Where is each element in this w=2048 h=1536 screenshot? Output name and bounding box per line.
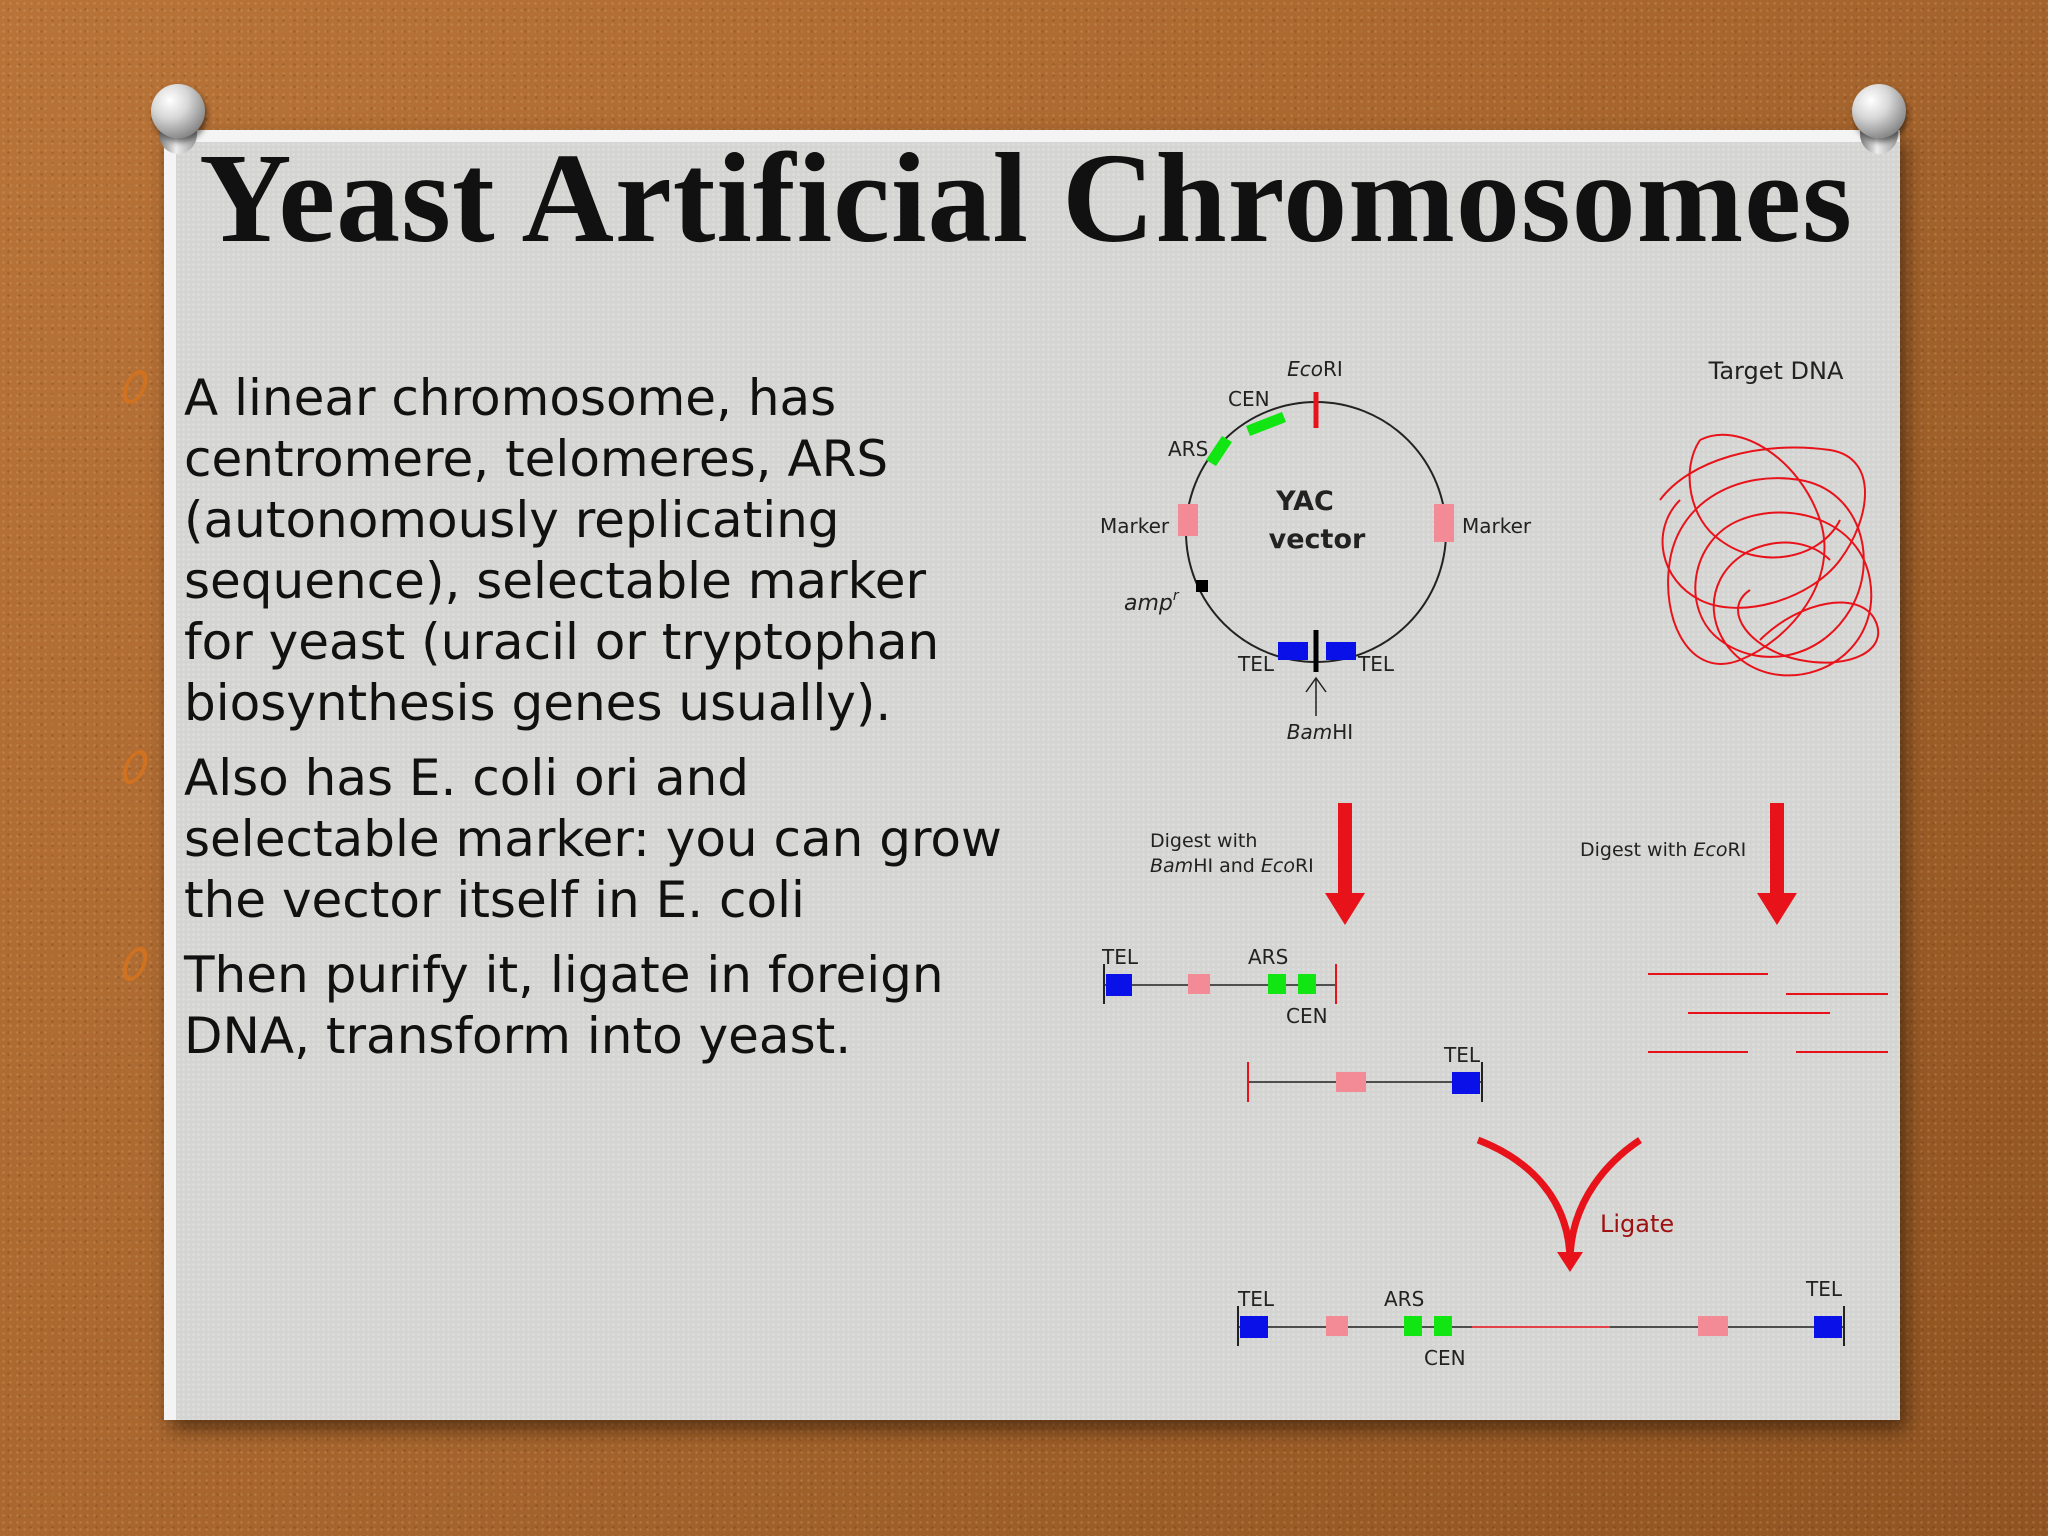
marker-segment (1698, 1316, 1728, 1336)
ars-label: ARS (1384, 1287, 1424, 1311)
bullet-item: Also has E. coli ori and selectable mark… (118, 748, 1010, 931)
ars-segment (1268, 974, 1286, 994)
cen-segment (1246, 412, 1286, 436)
cen-label: CEN (1424, 1346, 1466, 1370)
target-dna-scribble (1659, 433, 1880, 677)
marker-segment (1178, 504, 1198, 536)
slide-paper (164, 130, 1900, 1420)
tel-segment (1278, 642, 1308, 660)
ligate-arrow (1476, 1136, 1642, 1263)
ars-label: ARS (1168, 437, 1208, 461)
tel-label: TEL (1101, 945, 1139, 969)
digest-arrow-right (1757, 803, 1797, 925)
bullet-text: A linear chromosome, has centromere, tel… (184, 369, 940, 732)
right-arm-fragment (1247, 1062, 1483, 1102)
yac-vector-circle (1178, 392, 1454, 716)
marker-segment (1188, 974, 1210, 994)
marker-segment (1326, 1316, 1348, 1336)
marker-segment (1336, 1072, 1366, 1092)
cen-label: CEN (1228, 387, 1270, 411)
ligate-label: Ligate (1600, 1210, 1674, 1238)
digest-right-label: Digest with EcoRI (1580, 839, 1746, 861)
bullet-text: Also has E. coli ori and selectable mark… (184, 749, 1002, 929)
marker-label-right: Marker (1462, 514, 1532, 538)
marker-segment (1434, 504, 1454, 542)
ecori-label: EcoRI (1287, 357, 1343, 381)
tel-segment (1326, 642, 1356, 660)
tel-label: TEL (1443, 1043, 1481, 1067)
target-dna-label: Target DNA (1708, 357, 1844, 385)
tel-label: TEL (1805, 1277, 1843, 1301)
cen-segment (1298, 974, 1316, 994)
ampr-segment (1196, 580, 1208, 592)
tel-segment (1814, 1316, 1842, 1338)
tel-segment (1452, 1072, 1480, 1094)
cen-label: CEN (1286, 1004, 1328, 1028)
ars-segment (1404, 1316, 1422, 1336)
bullet-item: A linear chromosome, has centromere, tel… (118, 368, 1010, 734)
vector-label-line1: YAC (1275, 486, 1334, 517)
marker-label-left: Marker (1100, 514, 1170, 538)
bullet-text: Then purify it, ligate in foreign DNA, t… (184, 946, 944, 1065)
digest-arrow-left (1325, 803, 1365, 925)
target-dna-fragments (1648, 973, 1888, 1053)
tel-label: TEL (1237, 652, 1275, 676)
ars-label: ARS (1248, 945, 1288, 969)
tel-label: TEL (1357, 652, 1395, 676)
left-arm-fragment (1103, 964, 1337, 1004)
digest-left-line1: Digest with (1150, 830, 1257, 852)
ars-segment (1206, 436, 1232, 466)
bullet-list: A linear chromosome, has centromere, tel… (118, 368, 1010, 1081)
tel-segment (1240, 1316, 1268, 1338)
tel-label: TEL (1237, 1287, 1275, 1311)
recombinant-yac (1237, 1306, 1845, 1346)
pushpin-icon (143, 84, 213, 154)
ampr-label: ampr (1124, 588, 1180, 616)
bullet-item: Then purify it, ligate in foreign DNA, t… (118, 945, 1010, 1067)
slide-title: Yeast Artificial Chromosomes (199, 127, 1853, 269)
bamhi-label: BamHI (1287, 720, 1353, 744)
tel-segment (1106, 974, 1132, 996)
cen-segment (1434, 1316, 1452, 1336)
vector-label-line2: vector (1269, 524, 1366, 555)
pushpin-icon (1844, 84, 1914, 154)
digest-left-line2: BamHI and EcoRI (1150, 855, 1314, 877)
